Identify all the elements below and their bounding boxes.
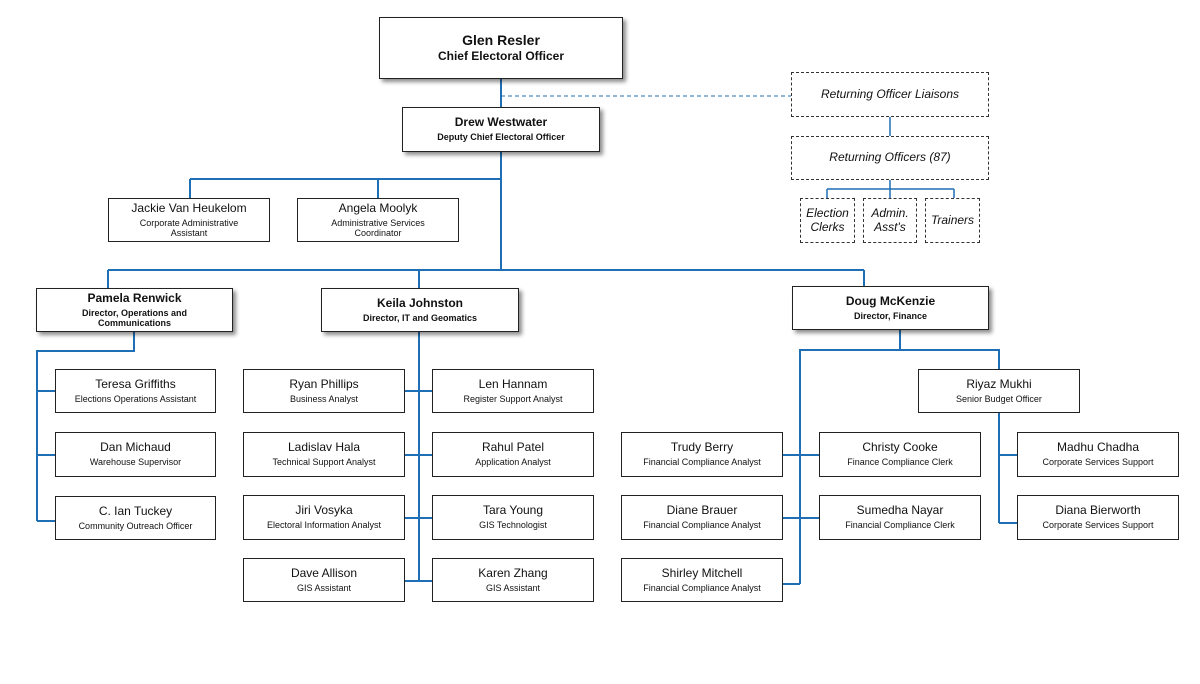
person-name: Riyaz Mukhi xyxy=(966,376,1032,391)
staff-label-line2: Asst's xyxy=(874,219,906,234)
person-name: Jiri Vosyka xyxy=(295,503,353,518)
staff-label-line1: Trainers xyxy=(930,212,975,227)
staff-box: Jiri Vosyka Electoral Information Analys… xyxy=(243,495,405,540)
director-box: Keila Johnston Director, IT and Geomatic… xyxy=(321,288,519,332)
chief-box: Glen Resler Chief Electoral Officer xyxy=(379,17,623,79)
staff-box: Len Hannam Register Support Analyst xyxy=(432,369,594,413)
person-name: Rahul Patel xyxy=(481,440,545,455)
deputy-box: Drew Westwater Deputy Chief Electoral Of… xyxy=(402,107,600,152)
returning-officer-liaisons-box: Returning Officer Liaisons xyxy=(791,72,989,117)
person-title: GIS Assistant xyxy=(296,582,352,593)
staff-box: Madhu Chadha Corporate Services Support xyxy=(1017,432,1179,477)
director-box: Pamela Renwick Director, Operations and … xyxy=(36,288,233,332)
person-name: Ladislav Hala xyxy=(287,440,361,455)
person-name: Dan Michaud xyxy=(100,440,171,455)
staff-box: Trudy Berry Financial Compliance Analyst xyxy=(621,432,783,477)
returning-officers-label: Returning Officers (87) xyxy=(829,150,951,165)
support-box: Jackie Van Heukelom Corporate Administra… xyxy=(108,198,270,242)
person-title: Financial Compliance Analyst xyxy=(643,520,761,531)
chief-name: Glen Resler xyxy=(462,32,540,49)
staff-box: Karen Zhang GIS Assistant xyxy=(432,558,594,602)
admin-assts-box: Admin. Asst's xyxy=(863,198,917,243)
director-title: Director, IT and Geomatics xyxy=(362,312,478,323)
chief-title: Chief Electoral Officer xyxy=(437,49,565,64)
staff-box: Diana Bierworth Corporate Services Suppo… xyxy=(1017,495,1179,540)
director-box: Doug McKenzie Director, Finance xyxy=(792,286,989,330)
person-title: GIS Technologist xyxy=(479,520,547,531)
person-title: Financial Compliance Analyst xyxy=(643,582,761,593)
returning-officers-box: Returning Officers (87) xyxy=(791,136,989,180)
line-directors-bar xyxy=(107,269,865,288)
deputy-name: Drew Westwater xyxy=(454,115,548,130)
line-operations xyxy=(36,331,135,522)
staff-label-line1: Election xyxy=(806,205,849,220)
person-name: Jackie Van Heukelom xyxy=(131,200,247,215)
director-name: Pamela Renwick xyxy=(87,290,182,305)
staff-box: Diane Brauer Financial Compliance Analys… xyxy=(621,495,783,540)
person-name: C. Ian Tuckey xyxy=(98,503,173,518)
director-title: Director, Operations and Communications xyxy=(81,307,188,328)
person-name: Ryan Phillips xyxy=(289,376,359,391)
staff-box: C. Ian Tuckey Community Outreach Officer xyxy=(55,496,216,540)
staff-label-line2: Clerks xyxy=(810,219,845,234)
staff-box: Dan Michaud Warehouse Supervisor xyxy=(55,432,216,477)
person-name: Karen Zhang xyxy=(478,565,548,580)
director-name: Keila Johnston xyxy=(376,295,463,310)
line-finance xyxy=(782,330,1000,585)
person-name: Teresa Griffiths xyxy=(95,376,176,391)
person-title: GIS Assistant xyxy=(485,582,541,593)
deputy-title: Deputy Chief Electoral Officer xyxy=(437,132,565,143)
person-title: Business Analyst xyxy=(289,393,359,404)
person-title: Administrative Services Coordinator xyxy=(331,217,425,238)
person-name: Tara Young xyxy=(482,503,544,518)
staff-box: Ladislav Hala Technical Support Analyst xyxy=(243,432,405,477)
staff-box: Tara Young GIS Technologist xyxy=(432,495,594,540)
staff-box: Riyaz Mukhi Senior Budget Officer xyxy=(918,369,1080,413)
person-title: Financial Compliance Clerk xyxy=(845,520,955,531)
line-support-bar xyxy=(189,178,501,198)
staff-box: Shirley Mitchell Financial Compliance An… xyxy=(621,558,783,602)
person-name: Len Hannam xyxy=(478,376,548,391)
person-title: Community Outreach Officer xyxy=(78,520,193,531)
person-title: Elections Operations Assistant xyxy=(74,393,197,404)
trainers-box: Trainers xyxy=(925,198,980,243)
person-title: Senior Budget Officer xyxy=(956,393,1042,404)
person-title: Warehouse Supervisor xyxy=(89,457,182,468)
person-title: Corporate Services Support xyxy=(1042,520,1154,531)
person-title: Register Support Analyst xyxy=(463,393,563,404)
liaisons-label: Returning Officer Liaisons xyxy=(820,86,960,101)
director-title: Director, Finance xyxy=(853,310,928,321)
person-name: Diane Brauer xyxy=(666,503,738,518)
person-title: Electoral Information Analyst xyxy=(266,520,382,531)
staff-box: Ryan Phillips Business Analyst xyxy=(243,369,405,413)
person-name: Shirley Mitchell xyxy=(661,565,743,580)
person-title: Technical Support Analyst xyxy=(272,457,376,468)
person-title: Financial Compliance Analyst xyxy=(643,457,761,468)
support-box: Angela Moolyk Administrative Services Co… xyxy=(297,198,459,242)
director-name: Doug McKenzie xyxy=(845,293,936,308)
person-title: Application Analyst xyxy=(475,457,551,468)
line-budget xyxy=(998,413,1018,524)
person-name: Christy Cooke xyxy=(862,440,938,455)
staff-label-line1: Admin. xyxy=(871,205,909,220)
election-clerks-box: Election Clerks xyxy=(800,198,855,243)
staff-box: Sumedha Nayar Financial Compliance Clerk xyxy=(819,495,981,540)
staff-box: Rahul Patel Application Analyst xyxy=(432,432,594,477)
person-name: Dave Allison xyxy=(290,565,358,580)
person-title: Finance Compliance Clerk xyxy=(847,457,953,468)
staff-box: Dave Allison GIS Assistant xyxy=(243,558,405,602)
line-returning xyxy=(826,117,955,198)
person-name: Madhu Chadha xyxy=(1056,440,1140,455)
person-name: Angela Moolyk xyxy=(338,200,418,215)
person-name: Diana Bierworth xyxy=(1055,503,1141,518)
person-name: Trudy Berry xyxy=(670,440,734,455)
staff-box: Teresa Griffiths Elections Operations As… xyxy=(55,369,216,413)
staff-box: Christy Cooke Finance Compliance Clerk xyxy=(819,432,981,477)
person-name: Sumedha Nayar xyxy=(856,503,944,518)
person-title: Corporate Administrative Assistant xyxy=(139,217,239,238)
person-title: Corporate Services Support xyxy=(1042,457,1154,468)
line-it xyxy=(404,332,433,582)
